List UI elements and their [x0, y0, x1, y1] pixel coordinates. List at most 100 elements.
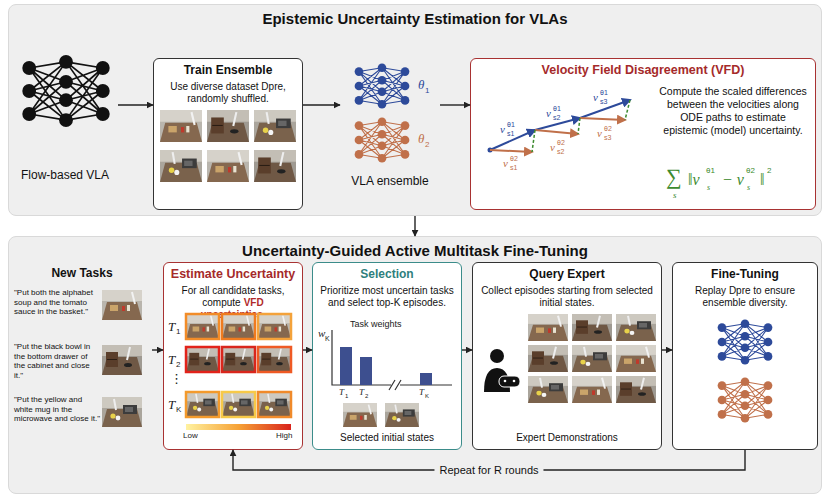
uncertainty-thumbnail-part	[258, 314, 291, 339]
vfd-illustration-part	[532, 130, 535, 152]
network-icon-part	[355, 117, 410, 162]
network-icon-part	[355, 63, 410, 108]
expert-icon	[484, 349, 520, 392]
vfd-illustration-part	[578, 118, 580, 134]
expert-icon-part	[513, 380, 516, 383]
flow-arrow	[303, 104, 340, 105]
scene-thumbnail-part	[616, 376, 656, 403]
uncertainty-thumbnail-part	[258, 314, 291, 339]
uncertainty-thumbnail-part	[222, 347, 255, 372]
uncertainty-thumbnail-part	[186, 347, 219, 372]
task-instruction: "Put both the alphabet soup and the toma…	[14, 288, 100, 317]
task-weight-chart-part	[391, 381, 400, 389]
process-box: SelectionPrioritize most uncertain tasks…	[312, 262, 462, 450]
task-weight-chart-part	[360, 357, 372, 385]
box-title: Fine-Tuning	[673, 267, 817, 282]
process-box: Query ExpertCollect episodes starting fr…	[472, 262, 662, 450]
flow-arrow	[118, 104, 153, 105]
scene-thumbnail-part	[616, 314, 656, 341]
scene-thumbnail-part	[254, 150, 296, 182]
scene-thumbnail-part	[572, 345, 612, 372]
scene-thumbnail-part	[528, 345, 568, 372]
network-icon-part	[718, 319, 773, 364]
uncertainty-thumbnail-part	[258, 392, 291, 417]
uncertainty-thumbnail-part	[258, 347, 291, 372]
uncertainty-thumbnail-part	[186, 314, 219, 339]
box-title: Estimate Uncertainty	[164, 267, 302, 282]
task-weight-chart-part	[420, 373, 432, 385]
scene-thumbnail-part	[102, 290, 142, 320]
task-weight-chart-part	[389, 380, 401, 390]
task-weight-chart-part	[332, 330, 452, 385]
scene-thumbnail-part	[160, 150, 202, 182]
scene-thumbnail-part	[572, 314, 612, 341]
flow-arrow	[440, 104, 470, 105]
task-weight-chart-part	[340, 347, 352, 385]
vfd-illustration-part	[625, 100, 630, 120]
network-icon-part	[22, 55, 109, 127]
box-caption: Selected initial states	[313, 432, 461, 444]
scene-thumbnail-part	[572, 376, 612, 403]
box-text: Collect episodes starting from selected …	[479, 285, 655, 309]
process-box: Estimate UncertaintyFor all candidate ta…	[163, 262, 303, 450]
icon-caption: VLA ensemble	[340, 174, 440, 188]
ensemble-node: VLA ensemble	[340, 55, 440, 190]
task-instruction: "Put the yellow and white mug in the mic…	[14, 395, 100, 424]
vfd-illustration-part	[580, 100, 630, 118]
scene-thumbnail-part	[102, 397, 142, 427]
uncertainty-thumbnail-part	[186, 392, 219, 417]
scene-thumbnail-part	[528, 376, 568, 403]
uncertainty-thumbnail-part	[258, 347, 291, 372]
icon-caption: Flow-based VLA	[12, 168, 118, 182]
uncertainty-thumbnail-part	[186, 347, 219, 372]
panel-title: Epistemic Uncertainty Estimation for VLA…	[9, 10, 821, 28]
flow-arrow	[414, 216, 415, 236]
scene-thumbnail-part	[528, 314, 568, 341]
vfd-illustration-part	[488, 148, 493, 153]
flow-arrow	[662, 349, 672, 350]
vfd-illustration-part	[535, 118, 580, 130]
vfd-illustration-part	[535, 130, 578, 134]
vfd-illustration-part	[490, 150, 532, 152]
scene-thumbnail	[102, 110, 656, 427]
scene-thumbnail-part	[160, 110, 202, 142]
vfd-illustration-part	[580, 118, 625, 120]
uncertainty-thumbnail-part	[222, 392, 255, 417]
scene-thumbnail-part	[385, 403, 419, 427]
scene-thumbnail-part	[102, 345, 142, 375]
process-box: Train EnsembleUse diverse dataset Dpre, …	[153, 58, 303, 210]
box-text: Compute the scaled differences between t…	[657, 85, 809, 137]
uncertainty-thumbnail-part	[186, 424, 291, 430]
task-list: New Tasks "Put both the alphabet soup and…	[12, 262, 152, 452]
section-panel: Epistemic Uncertainty Estimation for VLA…	[8, 4, 822, 216]
scene-thumbnail-part	[207, 110, 249, 142]
scene-thumbnail-part	[207, 150, 249, 182]
flow-arrow	[233, 450, 745, 470]
uncertainty-thumbnail-part	[186, 392, 219, 417]
box-title: New Tasks	[12, 266, 152, 281]
scene-thumbnail-part	[343, 403, 377, 427]
flow-arrow	[303, 349, 312, 350]
expert-icon-part	[484, 368, 510, 392]
panel-title: Uncertainty-Guided Active Multitask Fine…	[9, 242, 821, 260]
uncertainty-thumbnail-part	[222, 347, 255, 372]
process-box: Velocity Field Disagreement (VFD) Compute…	[470, 58, 816, 210]
scene-thumbnail-part	[254, 110, 296, 142]
box-title: Selection	[313, 267, 461, 282]
box-text: For all candidate tasks, computeVFD unce…	[170, 285, 296, 321]
box-caption: Expert Demonstrations	[473, 432, 661, 444]
flow-arrow	[152, 349, 163, 350]
expert-icon-part	[490, 349, 504, 363]
box-text: Replay Dpre to ensure ensemble diversity…	[679, 285, 811, 309]
box-text: Use diverse dataset Dpre, randomly shuff…	[160, 81, 296, 105]
process-box: Fine-TuningReplay Dpre to ensure ensembl…	[672, 262, 818, 450]
box-title: Velocity Field Disagreement (VFD)	[471, 63, 815, 78]
uncertainty-thumbnail	[186, 314, 291, 430]
box-title: Train Ensemble	[154, 63, 302, 78]
expert-icon-part	[504, 380, 507, 383]
uncertainty-thumbnail-part	[222, 392, 255, 417]
expert-icon-part	[499, 376, 520, 387]
task-weight-chart	[332, 330, 452, 390]
